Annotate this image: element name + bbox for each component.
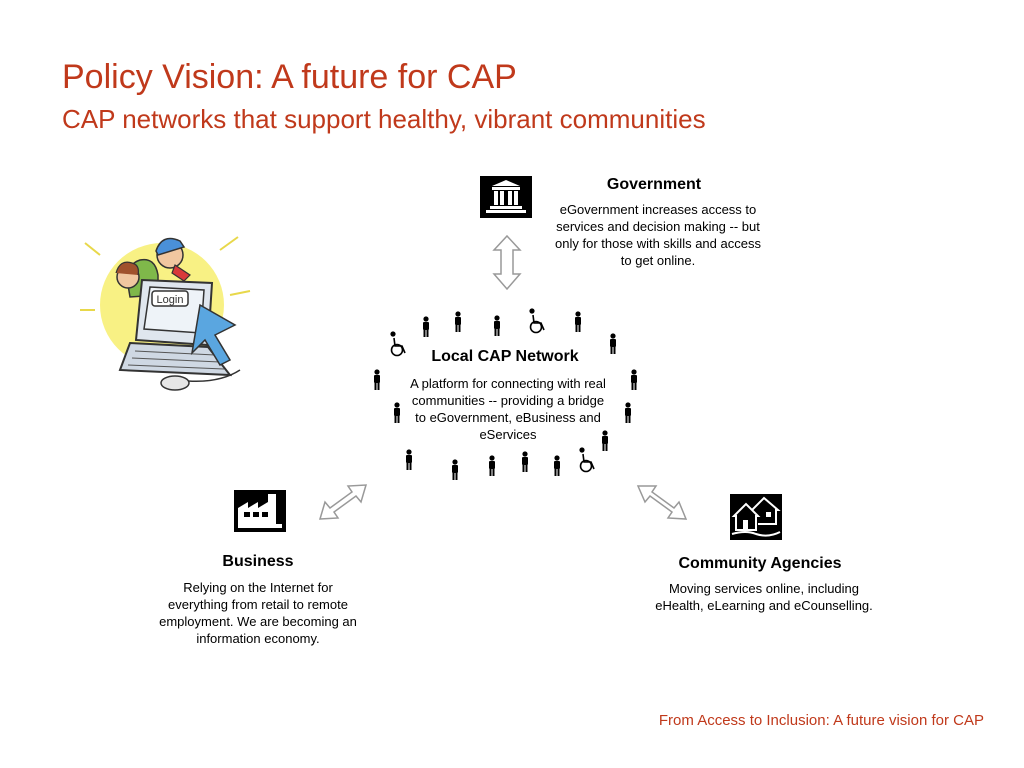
network-description: A platform for connecting with real comm… [410,376,606,442]
person-icon [394,402,400,423]
person-icon [374,369,380,390]
business-heading: Business [222,553,294,570]
person-icon [575,311,581,332]
person-icon [406,449,412,470]
houses-icon [730,494,782,540]
business-description: Relying on the Internet for everything f… [159,580,357,646]
slide-title: Policy Vision: A future for CAP [62,58,517,96]
government-description: eGovernment increases access to services… [555,202,761,268]
government-arrow [492,234,522,291]
community-arrow [636,485,688,520]
person-icon [631,369,637,390]
government-heading: Government [606,176,702,193]
person-icon [494,315,500,336]
community-description: Moving services online, including eHealt… [655,581,873,613]
community-heading: Community Agencies [678,555,842,572]
factory-icon [234,490,286,532]
government-building-icon [480,176,532,218]
people-ring-icon [374,308,637,480]
network-heading: Local CAP Network [431,348,579,365]
person-icon [554,455,560,476]
person-icon [602,430,608,451]
person-icon [452,459,458,480]
wheelchair-icon [579,447,595,473]
person-icon [625,402,631,423]
person-icon [610,333,616,354]
wheelchair-icon [529,308,545,334]
person-icon [455,311,461,332]
person-icon [423,316,429,337]
svg-text:Login: Login [157,294,184,306]
computer-users-illustration: Login [80,236,251,391]
slide-subtitle: CAP networks that support healthy, vibra… [62,104,706,134]
person-icon [489,455,495,476]
business-arrow [318,484,368,520]
person-icon [522,451,528,472]
wheelchair-icon [390,331,406,357]
slide-footer: From Access to Inclusion: A future visio… [658,712,984,729]
